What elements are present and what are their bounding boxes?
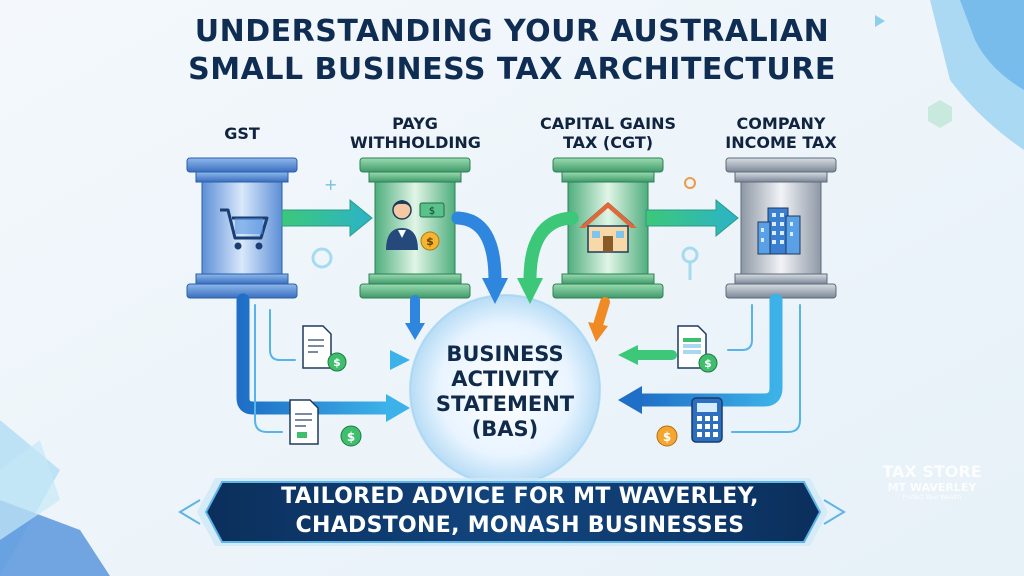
- house-icon: [579, 202, 637, 253]
- office-building-icon: [757, 207, 801, 255]
- dollar-coin-icon: $: [340, 425, 362, 447]
- banner-text: TAILORED ADVICE FOR MT WAVERLEY, CHADSTO…: [230, 482, 810, 540]
- shopping-cart-icon: [220, 208, 269, 250]
- svg-text:$: $: [704, 357, 712, 370]
- pillar-label-line: GST: [224, 124, 260, 143]
- banner-line-2: CHADSTONE, MONASH BUSINESSES: [295, 513, 745, 538]
- gold-coin-icon: $: [656, 425, 678, 447]
- page-title-line-1: UNDERSTANDING YOUR AUSTRALIAN: [194, 14, 830, 49]
- bas-label-line: BUSINESS: [446, 342, 564, 366]
- svg-text:$: $: [426, 235, 434, 248]
- pillar-company-income-tax: [725, 157, 837, 299]
- svg-text:+: +: [324, 175, 337, 194]
- pillar-label-line: TAX (CGT): [562, 133, 654, 152]
- pillar-label-line: WITHHOLDING: [350, 133, 481, 152]
- brand-location: MT WAVERLEY: [887, 481, 977, 494]
- employee-payment-icon: $ $: [386, 200, 445, 251]
- pillar-label-line: PAYG: [392, 114, 438, 133]
- pillar-cgt: [552, 157, 664, 299]
- pillar-label-line: INCOME TAX: [725, 133, 837, 152]
- brand-tagline: Protect Your Wealth: [902, 494, 962, 501]
- pillar-gst: [186, 157, 298, 299]
- spreadsheet-dollar-icon: $: [677, 325, 718, 373]
- pillar-label-cgt: CAPITAL GAINS TAX (CGT): [528, 114, 688, 152]
- pillar-to-pillar-arrows: [281, 198, 739, 238]
- document-dollar-icon: $: [302, 325, 347, 372]
- brand-watermark: TAX STORE MT WAVERLEY Protect Your Wealt…: [862, 462, 1002, 501]
- bas-label: BUSINESS ACTIVITY STATEMENT (BAS): [410, 342, 600, 442]
- svg-text:$: $: [429, 206, 435, 217]
- bas-label-line: ACTIVITY: [451, 367, 559, 391]
- banner-line-1: TAILORED ADVICE FOR MT WAVERLEY,: [281, 484, 759, 509]
- svg-text:$: $: [333, 356, 341, 369]
- brand-name: TAX STORE: [882, 462, 982, 481]
- calculator-icon: [691, 397, 723, 443]
- svg-text:$: $: [347, 430, 355, 444]
- advice-banner: [178, 478, 846, 546]
- bas-label-line: STATEMENT: [435, 392, 575, 416]
- page-title-line-2: SMALL BUSINESS TAX ARCHITECTURE: [188, 52, 836, 87]
- bas-label-line: (BAS): [471, 417, 539, 441]
- bas-glow-circle: [410, 295, 600, 485]
- document-icon: [289, 399, 319, 445]
- pillar-label-gst: GST: [192, 124, 292, 143]
- pillar-payg: $ $: [359, 157, 471, 299]
- pillar-label-payg: PAYG WITHHOLDING: [350, 114, 481, 152]
- pillar-label-line: CAPITAL GAINS: [539, 114, 676, 133]
- pillar-label-line: COMPANY: [736, 114, 826, 133]
- pillar-label-company-income-tax: COMPANY INCOME TAX: [714, 114, 848, 152]
- flow-arrows-to-bas: [236, 211, 801, 433]
- svg-text:$: $: [663, 430, 671, 444]
